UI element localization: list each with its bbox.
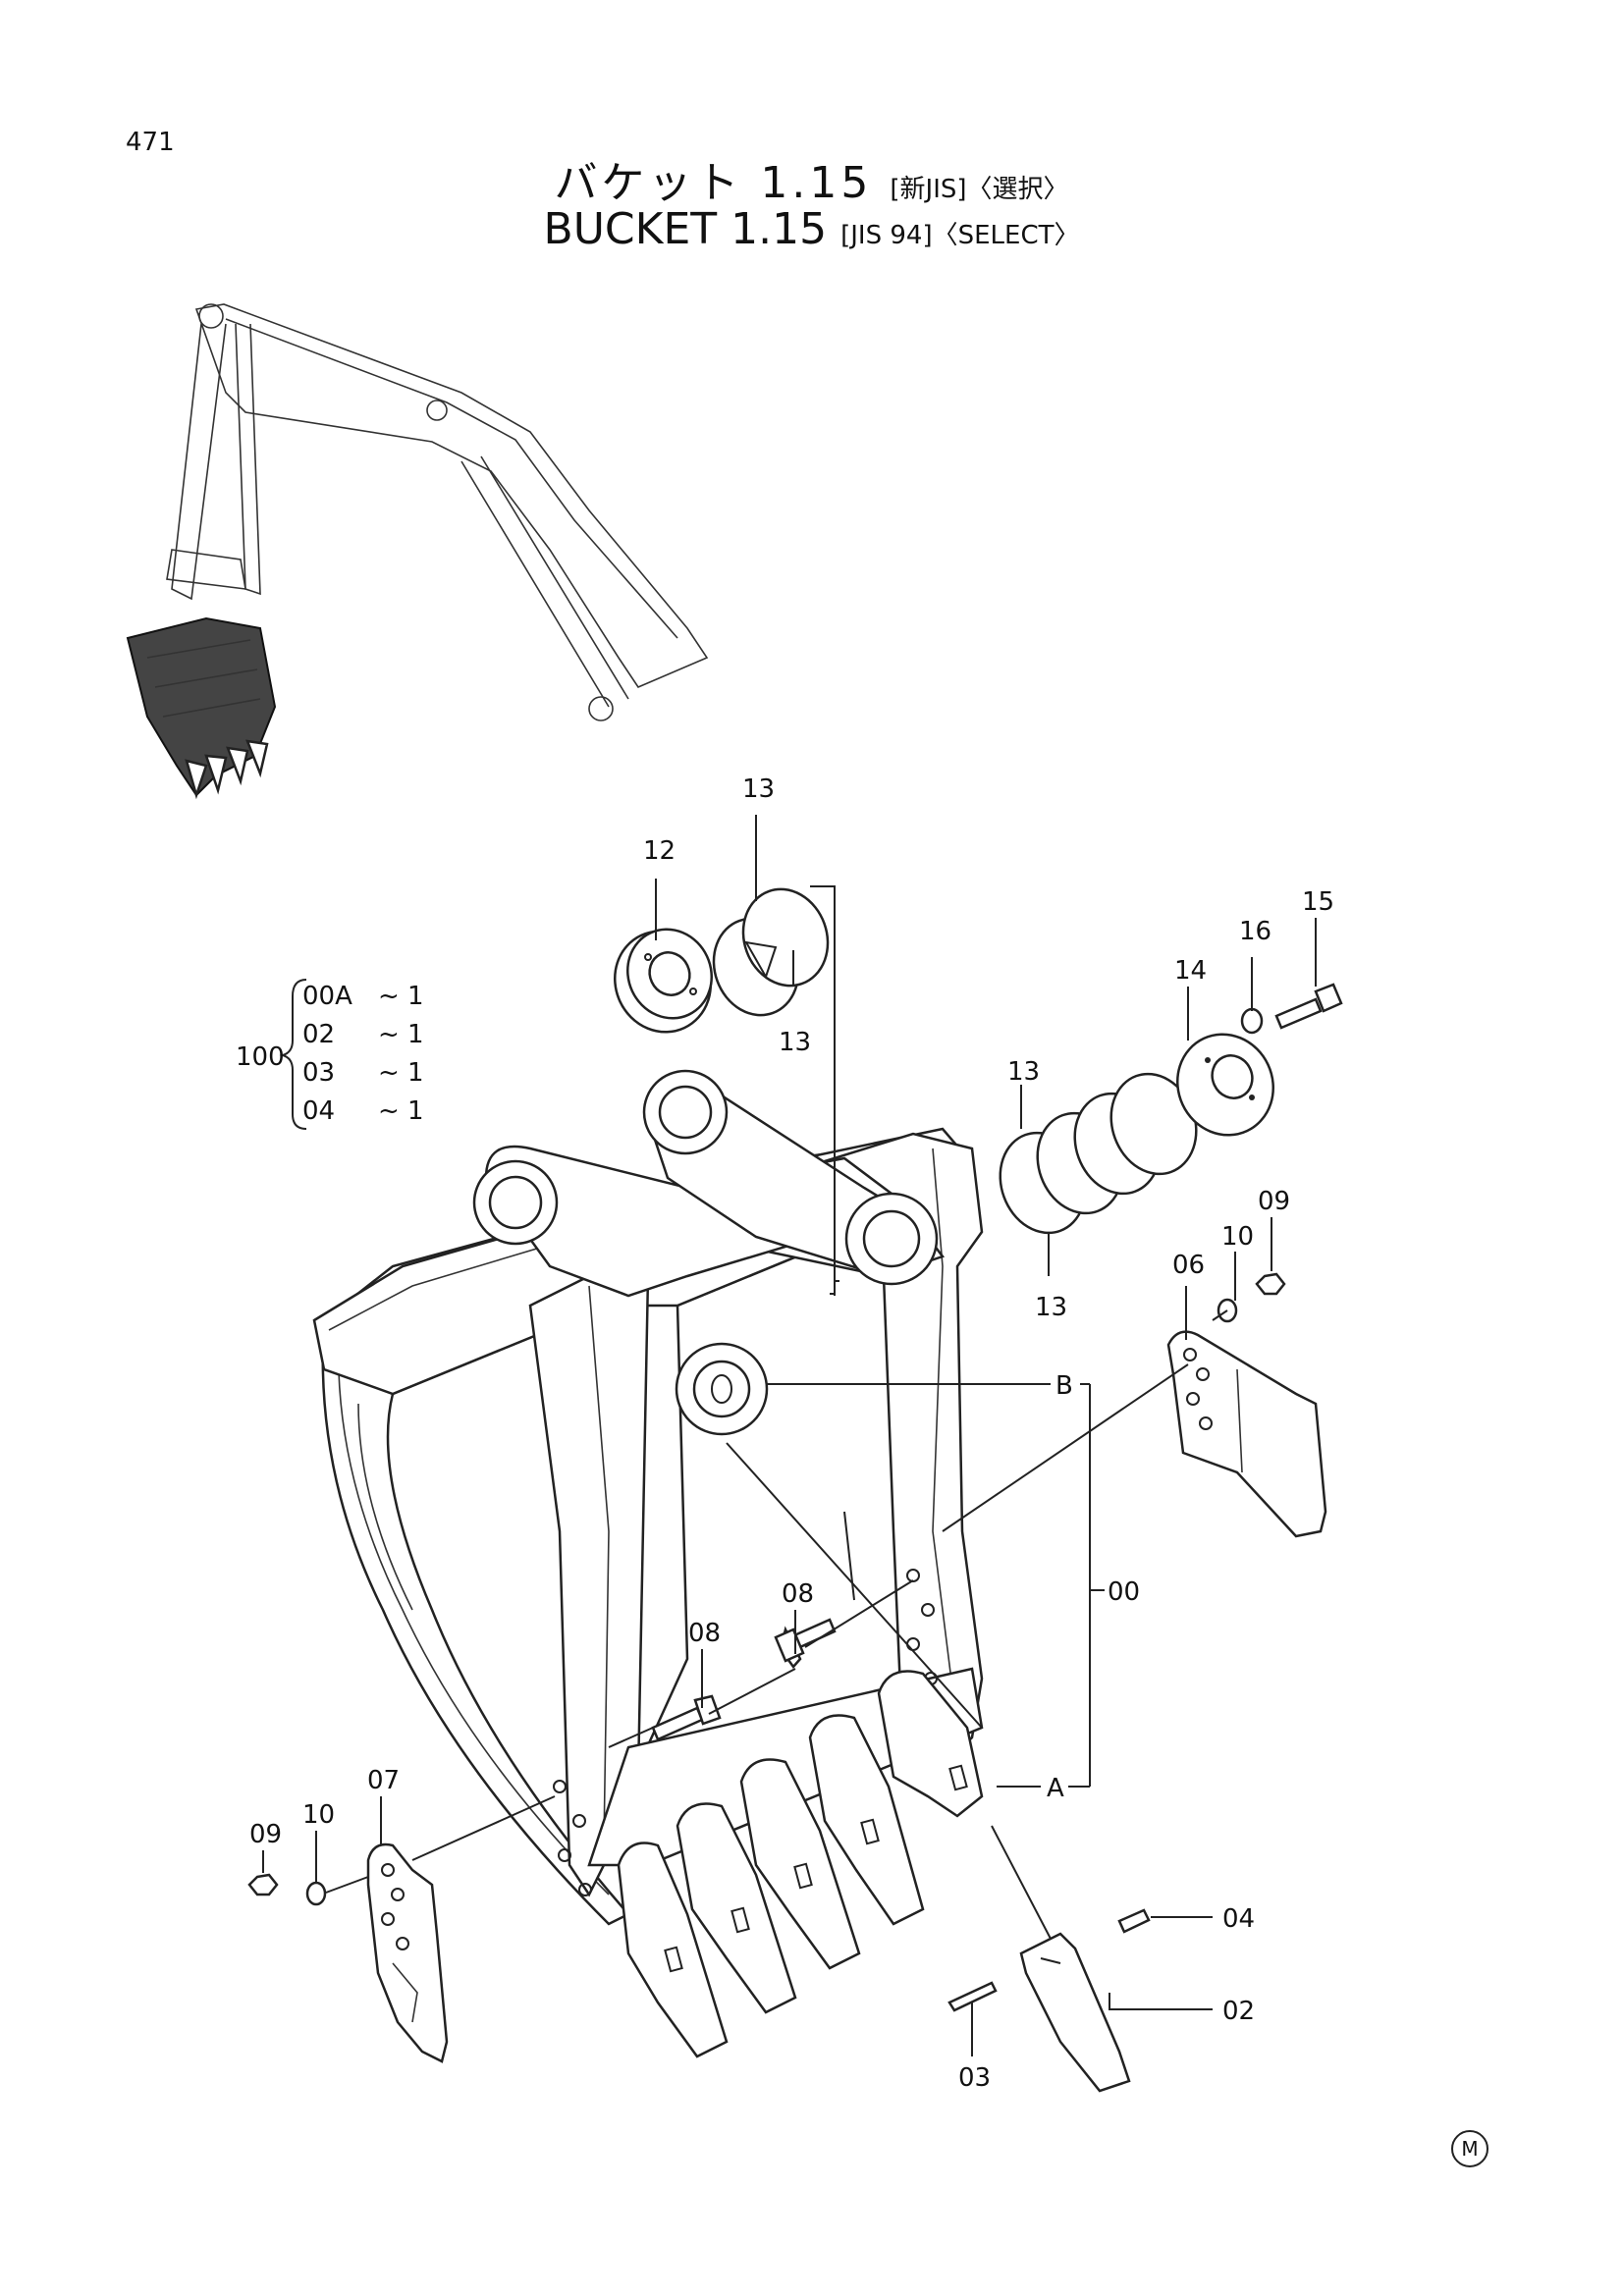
- pin-03: [947, 1981, 998, 2012]
- callout-06: 06: [1172, 1251, 1205, 1280]
- assembly-item-code-2: 02: [302, 1020, 335, 1049]
- tooth-5: [877, 1670, 984, 1818]
- bolt-08-lower: [651, 1694, 722, 1741]
- callout-10-right: 10: [1221, 1222, 1254, 1252]
- leader-lines: [262, 815, 1317, 2056]
- assembly-parent-label: 100: [236, 1042, 285, 1072]
- page-number: 471: [126, 128, 175, 157]
- title-english: BUCKET 1.15 [JIS 94]〈SELECT〉: [0, 204, 1623, 254]
- shim-ring-right: [999, 1072, 1198, 1235]
- nut-09-right: [1255, 1272, 1286, 1296]
- title-japanese: バケット 1.15 [新JIS]〈選択〉: [0, 147, 1623, 210]
- callout-16: 16: [1239, 917, 1271, 946]
- callout-12: 12: [643, 836, 676, 866]
- callout-09-right: 09: [1258, 1187, 1290, 1216]
- callout-B: B: [1055, 1371, 1073, 1401]
- assembly-item-code-1: 00A: [302, 982, 352, 1011]
- bucket-body: [312, 1069, 984, 1926]
- title-japanese-main: バケット 1.15: [554, 158, 873, 208]
- boss-plate-12: [614, 928, 713, 1034]
- assembly-item-qty-2: ~ 1: [378, 1020, 424, 1049]
- lock-04: [1117, 1908, 1151, 1934]
- tooth-1: [617, 1842, 729, 2058]
- assembly-item-qty-1: ~ 1: [378, 982, 424, 1011]
- callout-02: 02: [1222, 1997, 1255, 2026]
- callout-09-left: 09: [249, 1820, 282, 1849]
- side-cutter-07: [366, 1842, 449, 2063]
- nut-09-left: [247, 1873, 279, 1896]
- assembly-item-code-3: 03: [302, 1058, 335, 1088]
- washer-16: [1240, 1007, 1264, 1035]
- side-cutter-06: [1166, 1330, 1327, 1538]
- assembly-item-code-4: 04: [302, 1096, 335, 1126]
- callout-08-lower: 08: [688, 1619, 721, 1648]
- assembly-item-qty-3: ~ 1: [378, 1058, 424, 1088]
- callout-13-right-top: 13: [1007, 1057, 1040, 1087]
- tooth-3: [739, 1758, 861, 1970]
- title-english-main: BUCKET 1.15: [543, 204, 828, 254]
- assembly-item-qty-4: ~ 1: [378, 1096, 424, 1126]
- callout-04: 04: [1222, 1904, 1255, 1934]
- callout-10-left: 10: [302, 1800, 335, 1830]
- callout-07: 07: [367, 1766, 400, 1795]
- callout-03: 03: [958, 2063, 991, 2093]
- shim-ring-upper: [712, 887, 830, 1017]
- tooth-4: [808, 1714, 925, 1926]
- copyright-mark: M: [1451, 2130, 1488, 2167]
- callout-00: 00: [1108, 1577, 1140, 1607]
- callout-13-right-bottom: 13: [1035, 1293, 1067, 1322]
- boss-plate-14: [1176, 1033, 1274, 1137]
- callout-14: 14: [1174, 956, 1207, 986]
- title-japanese-spec: [新JIS]〈選択〉: [890, 175, 1069, 204]
- title-english-spec: [JIS 94]〈SELECT〉: [840, 221, 1080, 250]
- callout-A: A: [1047, 1774, 1064, 1803]
- tooth-point-02: [1019, 1932, 1131, 2093]
- excavator-overview-illustration: [126, 303, 709, 800]
- bucket-teeth: [617, 1670, 984, 2058]
- bolt-08-upper: [774, 1618, 837, 1670]
- callout-13-top: 13: [742, 774, 775, 804]
- tooth-2: [676, 1802, 797, 2014]
- callout-08-upper: 08: [782, 1579, 814, 1609]
- callout-13-upper: 13: [779, 1028, 811, 1057]
- side-bolt-holes-left: [553, 1780, 592, 1896]
- bolt-15: [1274, 983, 1343, 1030]
- callout-15: 15: [1302, 887, 1334, 917]
- assembly-brace: [279, 979, 307, 1130]
- washer-10-left: [305, 1881, 327, 1906]
